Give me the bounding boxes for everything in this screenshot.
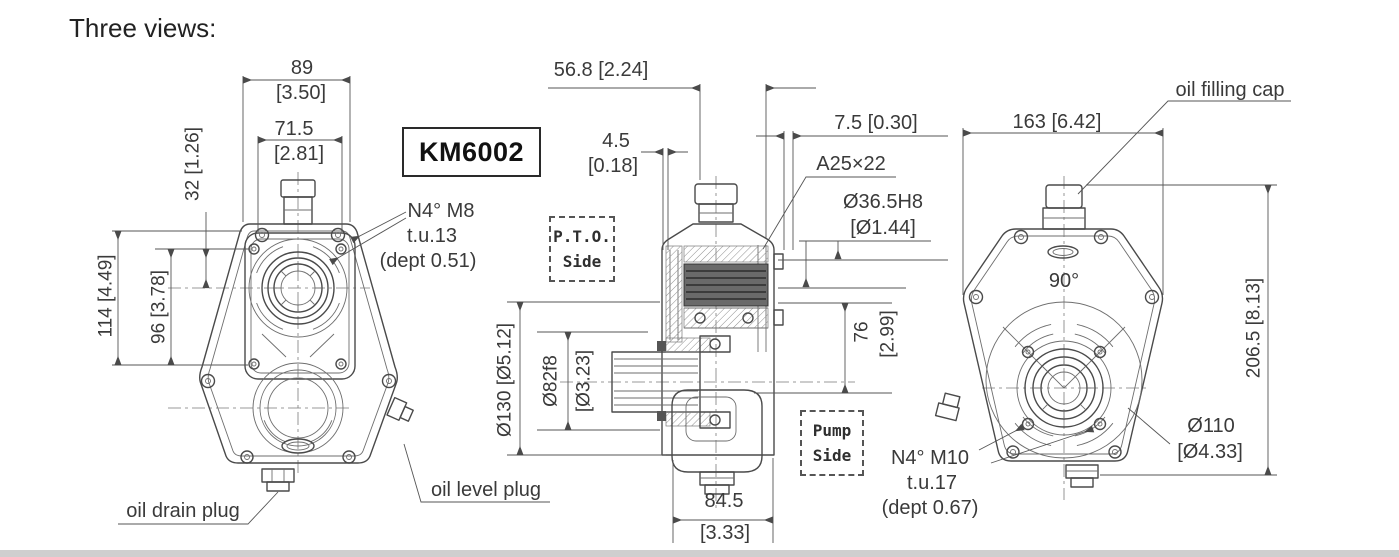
m8-screws	[248, 243, 347, 370]
oil-drain-plug-rear	[1065, 464, 1099, 488]
flange-dia: Ø130 [Ø5.12]	[494, 322, 516, 438]
m10-screw-note-line2: t.u.17	[906, 472, 958, 494]
m8-screw-note-line3: (dept 0.51)	[379, 250, 477, 272]
housing-bolts	[200, 227, 397, 464]
dim-width-in: [3.50]	[275, 82, 327, 104]
spline-spec: A25×22	[816, 153, 886, 175]
dim-height-overall: 114 [4.49]	[95, 254, 117, 338]
pto-side-box: P.T.O. Side	[549, 216, 615, 282]
rear-view-drawing	[934, 176, 1164, 500]
front-view-dimension-lines	[112, 76, 550, 525]
dim-width-mm: 89	[290, 57, 314, 79]
front-view-drawing	[168, 172, 414, 492]
dim-rear-width: 163 [6.42]	[1012, 111, 1102, 133]
dim-shaft-height-in: [2.99]	[877, 310, 899, 358]
dim-pump-width-in: [3.33]	[699, 522, 751, 544]
dim-bolt-width-mm: 71.5	[274, 118, 314, 140]
oil-level-plug-rear	[934, 392, 961, 422]
oil-drain-plug-label: oil drain plug	[126, 500, 240, 522]
pto-side-line1: P.T.O.	[553, 227, 611, 246]
oil-level-plug	[386, 396, 414, 422]
oil-drain-plug	[261, 468, 295, 492]
hub-dia-mm: Ø110	[1187, 415, 1235, 437]
pump-side-line2: Side	[812, 446, 852, 465]
pump-mount-flange	[671, 389, 763, 473]
bore-dia-in: [Ø1.44]	[850, 217, 916, 239]
oil-filling-cap-label: oil filling cap	[1175, 79, 1285, 101]
spline-teeth	[274, 264, 322, 312]
pilot-dia-in: [Ø3.23]	[573, 349, 595, 413]
footer-bar	[0, 550, 1399, 557]
m10-screw-note-line3: (dept 0.67)	[881, 497, 979, 519]
hub-dia-in: [Ø4.33]	[1177, 441, 1243, 463]
model-label: KM6002	[418, 136, 525, 167]
pto-side-line2: Side	[562, 252, 602, 271]
dim-top-to-center: 32 [1.26]	[182, 127, 204, 201]
spline-teeth	[1033, 357, 1095, 419]
dim-bolt-width-in: [2.81]	[273, 143, 325, 165]
pump-side-line1: Pump	[812, 421, 852, 440]
dim-rear-height: 206.5 [8.13]	[1243, 277, 1265, 379]
rear-view-dimension-lines	[962, 100, 1291, 476]
dim-face-offset-mm: 4.5	[602, 130, 630, 152]
angle-label: 90°	[1048, 270, 1080, 292]
pilot-dia-mm: Ø82f8	[540, 355, 562, 407]
dim-bolt-height: 96 [3.78]	[148, 270, 170, 344]
model-label-box: KM6002	[402, 127, 541, 177]
section-view-dimension-lines	[507, 84, 948, 543]
pump-side-box: Pump Side	[800, 410, 864, 476]
m10-screw-note-line1: N4° M10	[890, 447, 970, 469]
section-view-drawing	[560, 176, 855, 508]
dim-face-offset-in: [0.18]	[587, 155, 639, 177]
housing-bolts	[968, 229, 1160, 459]
dim-shaft-height-mm: 76	[851, 321, 873, 343]
pto-shaft	[611, 351, 701, 413]
dim-pump-width-mm: 84.5	[704, 490, 744, 512]
page-title: Three views:	[69, 13, 217, 43]
m8-screw-note-line1: N4° M8	[407, 200, 475, 222]
dim-rear-offset: 7.5 [0.30]	[834, 112, 918, 134]
dim-depth: 56.8 [2.24]	[553, 59, 649, 81]
oil-level-plug-label: oil level plug	[430, 479, 542, 501]
m8-screw-note-line2: t.u.13	[406, 225, 458, 247]
bore-dia-mm: Ø36.5H8	[842, 191, 924, 213]
